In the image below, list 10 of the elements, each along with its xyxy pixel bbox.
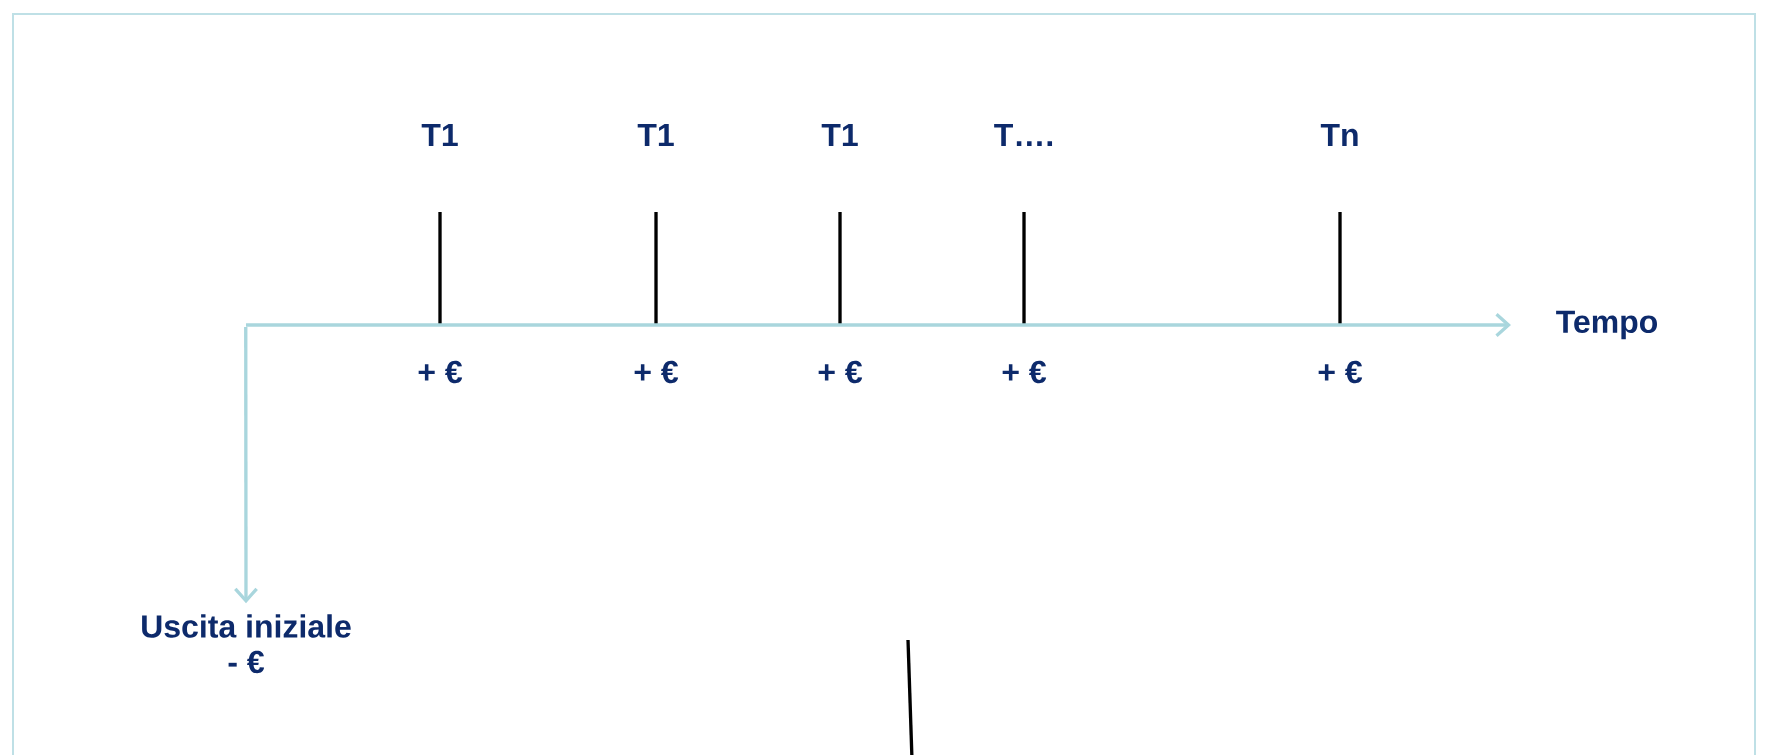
amount-label: - € <box>228 650 265 674</box>
time-axis <box>246 313 1511 337</box>
period-label: Tn <box>1320 124 1358 146</box>
axis-label: Tempo <box>1556 310 1657 340</box>
axis-label: Uscita iniziale <box>142 614 351 638</box>
arrow <box>234 326 258 604</box>
period-label: T…. <box>994 124 1053 146</box>
period-label: T1 <box>637 124 674 146</box>
period-label: T1 <box>421 124 458 146</box>
period-label: T1 <box>821 124 858 146</box>
